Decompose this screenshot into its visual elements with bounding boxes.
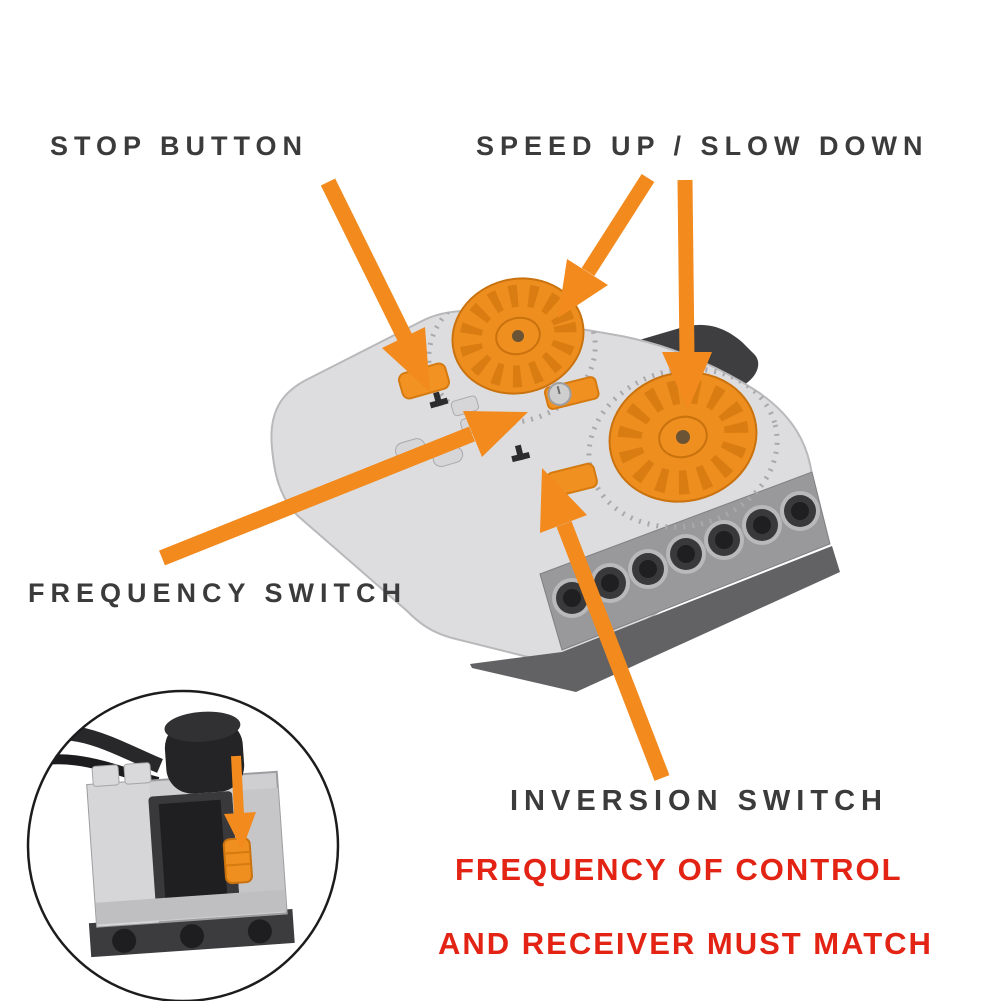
speed-right-dial-arrow xyxy=(662,179,712,410)
label-stop-button: STOP BUTTON xyxy=(50,131,309,161)
right-speed-dial xyxy=(608,371,758,503)
technic-pin-holes xyxy=(552,491,820,618)
inset-switch-arrow xyxy=(224,755,256,850)
label-inversion-switch: INVERSION SWITCH xyxy=(510,785,888,817)
ir-receiver xyxy=(86,711,295,958)
warning-line-1: FREQUENCY OF CONTROL xyxy=(455,852,903,887)
frequency-switch xyxy=(429,391,449,409)
remote-bottom-edge xyxy=(470,546,840,692)
stop-button-arrow xyxy=(320,178,430,392)
label-frequency-switch: FREQUENCY SWITCH xyxy=(28,578,408,608)
receiver-stud xyxy=(91,764,120,787)
receiver-inset xyxy=(26,689,340,1001)
warning-line-2: AND RECEIVER MUST MATCH xyxy=(438,926,933,961)
receiver-channel-switch xyxy=(222,837,253,885)
inversion-switch-arrow xyxy=(540,468,670,781)
left-speed-dial xyxy=(451,277,585,395)
frequency-switch-arrow xyxy=(159,411,528,566)
inversion-switch xyxy=(511,444,531,463)
frequency-dial xyxy=(543,376,600,410)
label-speed-up-slow-down: SPEED UP / SLOW DOWN xyxy=(476,131,929,161)
receiver-stud xyxy=(123,762,152,785)
speed-left-dial-arrow xyxy=(558,173,655,318)
